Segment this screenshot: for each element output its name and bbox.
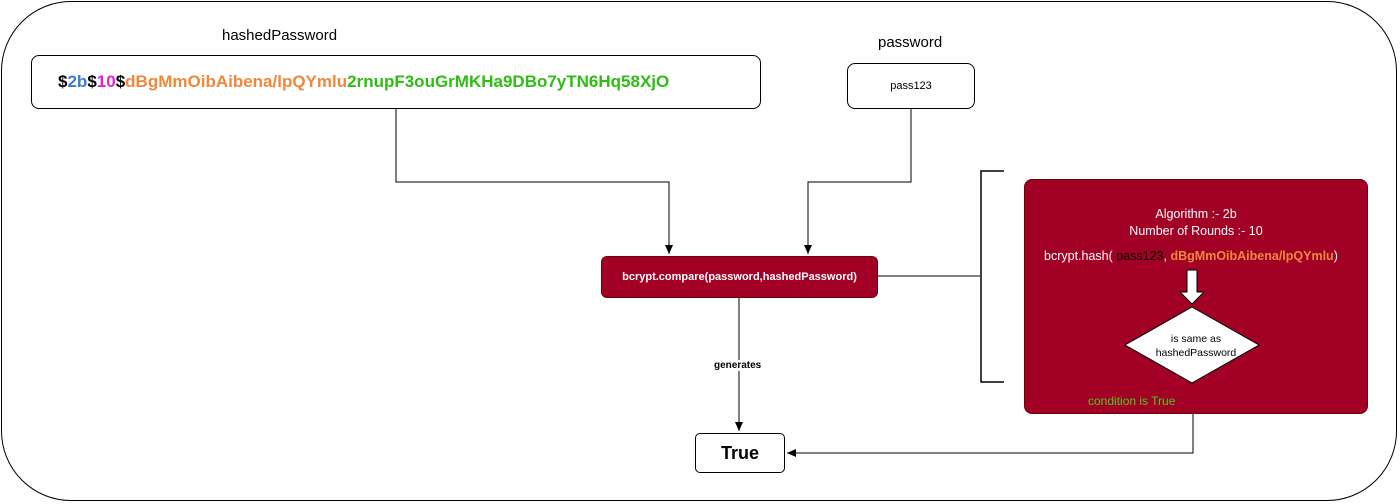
hashed-password-title: hashedPassword	[222, 27, 338, 44]
detail-panel: Algorithm :- 2b Number of Rounds :- 10 b…	[1024, 179, 1368, 414]
hash-prefix-dollar-2: $	[87, 72, 97, 91]
rounds-label: Number of Rounds :- 10	[1129, 224, 1263, 238]
hash-algorithm: 2b	[67, 72, 88, 91]
generates-label: generates	[712, 360, 764, 371]
detail-shapes	[1123, 269, 1261, 384]
hash-prefix-dollar-1: $	[58, 72, 68, 91]
edge-condition-to-true	[787, 414, 1194, 457]
hash-call-arg-salt: dBgMmOibAibena/lpQYmlu	[1170, 249, 1334, 263]
hash-call-arg-password: pass123	[1116, 249, 1164, 263]
algorithm-label: Algorithm :- 2b	[1155, 207, 1237, 221]
down-arrow-icon	[1178, 269, 1206, 305]
decision-line-2: hashedPassword	[1155, 347, 1237, 359]
result-node: True	[695, 433, 785, 473]
bracket	[980, 170, 1004, 383]
hash-salt: dBgMmOibAibena/lpQYmlu	[125, 72, 348, 91]
password-title: password	[878, 34, 943, 51]
decision-line-1: is same as	[1170, 333, 1222, 345]
hash-call-prefix: bcrypt.hash(	[1044, 249, 1113, 263]
edge-hash-to-compare	[395, 109, 673, 254]
hash-digest: 2rnupF3ouGrMKHa9DBo7yTN6Hq58XjO	[347, 72, 670, 91]
hash-call-suffix: )	[1333, 249, 1338, 263]
password-value: pass123	[890, 80, 932, 92]
password-box: pass123	[847, 63, 975, 109]
hash-call-expression: bcrypt.hash( pass123, dBgMmOibAibena/lpQ…	[1044, 249, 1338, 263]
compare-label: bcrypt.compare(password,hashedPassword)	[622, 271, 857, 283]
edge-password-to-compare	[804, 109, 912, 254]
compare-node: bcrypt.compare(password,hashedPassword)	[601, 256, 878, 298]
hash-rounds: 10	[96, 72, 116, 91]
result-label: True	[720, 442, 759, 463]
hash-call-separator: ,	[1163, 249, 1168, 263]
hash-prefix-dollar-3: $	[115, 72, 126, 91]
condition-label: condition is True	[1088, 394, 1176, 408]
decision-diamond	[1123, 306, 1261, 384]
